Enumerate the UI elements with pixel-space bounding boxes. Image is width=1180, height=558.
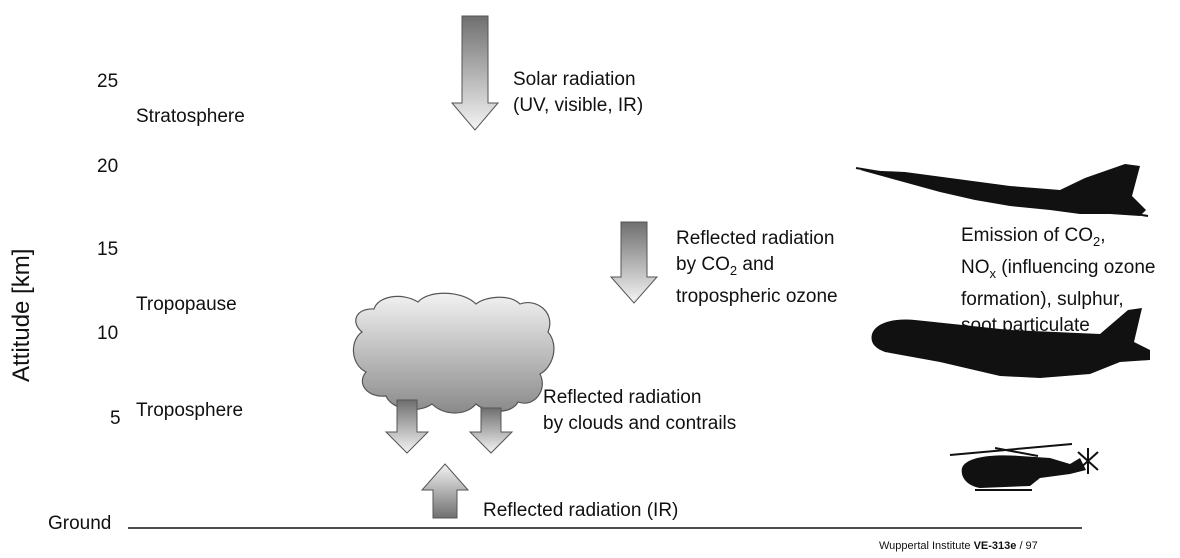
solar-radiation-line-1: Solar radiation xyxy=(513,69,636,90)
cloud-down-arrow-left-icon xyxy=(384,399,430,454)
reflected-co2-sub: 2 xyxy=(729,262,738,278)
solar-radiation-line-2: (UV, visible, IR) xyxy=(513,95,644,116)
emission-line-1: Emission of CO2, xyxy=(961,223,1156,255)
emission-line-2: NOx (influencing ozone xyxy=(961,255,1156,287)
reflected-co2-text-b: and xyxy=(737,254,775,275)
emission-line-4: soot particulate xyxy=(961,314,1090,336)
reflected-co2-label: Reflected radiation by CO2 and troposphe… xyxy=(676,226,838,310)
tick-25: 25 xyxy=(97,71,119,92)
credit-code: VE-313e xyxy=(973,540,1017,552)
emission-label: Emission of CO2, NOx (influencing ozone … xyxy=(961,223,1156,339)
tropopause-label: Tropopause xyxy=(136,294,237,315)
reflected-co2-line-3: tropospheric ozone xyxy=(676,285,838,307)
helicopter-icon xyxy=(949,443,1099,491)
credit-year: / 97 xyxy=(1016,540,1038,552)
ir-label: Reflected radiation (IR) xyxy=(483,500,679,521)
reflected-co2-line-2: by CO2 and xyxy=(676,252,838,284)
reflected-co2-text-a: by CO xyxy=(676,254,730,275)
axis-label: Attitude [km] xyxy=(8,248,35,382)
emission-sub-nox: x xyxy=(989,265,997,281)
tick-15: 15 xyxy=(97,239,119,260)
cloud-down-arrow-right-icon xyxy=(468,407,514,454)
cloud-icon xyxy=(352,292,555,414)
credit-label: Wuppertal Institute VE-313e / 97 xyxy=(879,540,1038,552)
up-arrow-icon xyxy=(420,463,470,519)
tick-10: 10 xyxy=(97,323,119,344)
emission-sub-co2: 2 xyxy=(1092,233,1101,249)
clouds-line-1: Reflected radiation xyxy=(543,387,702,408)
emission-text-a: Emission of CO xyxy=(961,225,1093,246)
clouds-label: Reflected radiation by clouds and contra… xyxy=(543,385,736,437)
reflected-co2-line-1: Reflected radiation xyxy=(676,228,835,249)
tick-5: 5 xyxy=(110,408,121,429)
clouds-line-2: by clouds and contrails xyxy=(543,413,737,434)
credit-org: Wuppertal Institute xyxy=(879,540,971,552)
solar-arrow-icon xyxy=(450,15,500,131)
emission-text-c: NO xyxy=(961,256,990,278)
solar-radiation-label: Solar radiation (UV, visible, IR) xyxy=(513,67,643,119)
troposphere-label: Troposphere xyxy=(136,400,244,421)
emission-text-d: (influencing ozone xyxy=(996,256,1156,278)
tick-20: 20 xyxy=(97,156,119,177)
fighter-jet-icon xyxy=(855,164,1149,217)
emission-line-3: formation), sulphur, xyxy=(961,288,1124,310)
stratosphere-label: Stratosphere xyxy=(136,106,245,127)
emission-text-b: , xyxy=(1100,225,1106,246)
ground-label: Ground xyxy=(48,513,112,534)
reflected-arrow-icon xyxy=(609,221,659,304)
airliner-icon xyxy=(871,308,1150,378)
